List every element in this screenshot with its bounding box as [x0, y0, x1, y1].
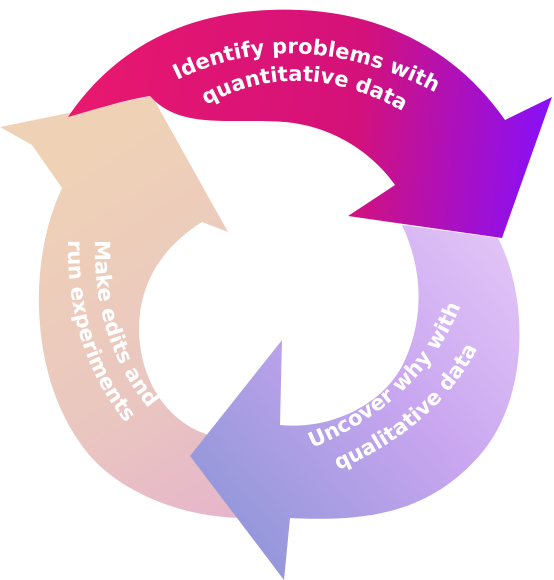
step-uncover-why-arrow	[190, 225, 520, 580]
step-make-edits-arrow	[0, 96, 282, 518]
step-identify-problems-arrow	[68, 9, 552, 238]
arrow-top-shape	[68, 9, 552, 238]
arrow-left-shape	[0, 96, 282, 518]
arrow-right-shape	[190, 225, 520, 580]
